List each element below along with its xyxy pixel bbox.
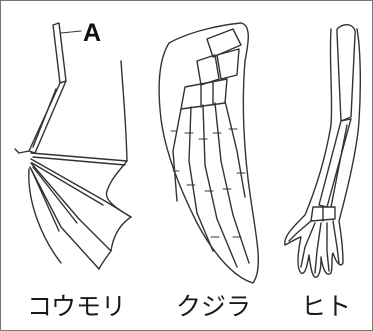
human-finger-4 — [327, 223, 329, 271]
whale-flipper — [159, 23, 258, 283]
whale-phalanx-joints — [171, 129, 245, 237]
marker-leader-line — [61, 31, 81, 33]
human-carpals — [311, 207, 335, 221]
label-whale: クジラ — [176, 294, 251, 319]
whale-flipper-outline — [159, 23, 258, 283]
bat-ulna — [33, 89, 56, 147]
human-arm — [285, 25, 361, 278]
whale-digit-1 — [173, 109, 181, 201]
bat-wing — [15, 23, 131, 269]
bat-body-outline — [121, 61, 127, 161]
label-bat: コウモリ — [27, 294, 126, 319]
human-ulna — [331, 125, 347, 207]
human-arm-outline — [285, 29, 361, 277]
bat-thumb — [15, 149, 29, 153]
label-human: ヒト — [301, 294, 351, 319]
bat-digit-3 — [31, 159, 131, 217]
human-thumb — [289, 221, 311, 241]
bat-humerus — [53, 23, 66, 83]
whale-carpals — [181, 79, 227, 109]
bat-digit-3b — [32, 163, 103, 205]
marker-a: A — [83, 21, 101, 46]
bat-membrane-edge — [99, 161, 131, 269]
whale-ulna — [217, 49, 239, 79]
human-humerus — [337, 25, 355, 121]
bat-digit-2b — [33, 157, 125, 165]
bat-digit-2 — [31, 153, 127, 161]
whale-digit-5 — [225, 101, 245, 197]
